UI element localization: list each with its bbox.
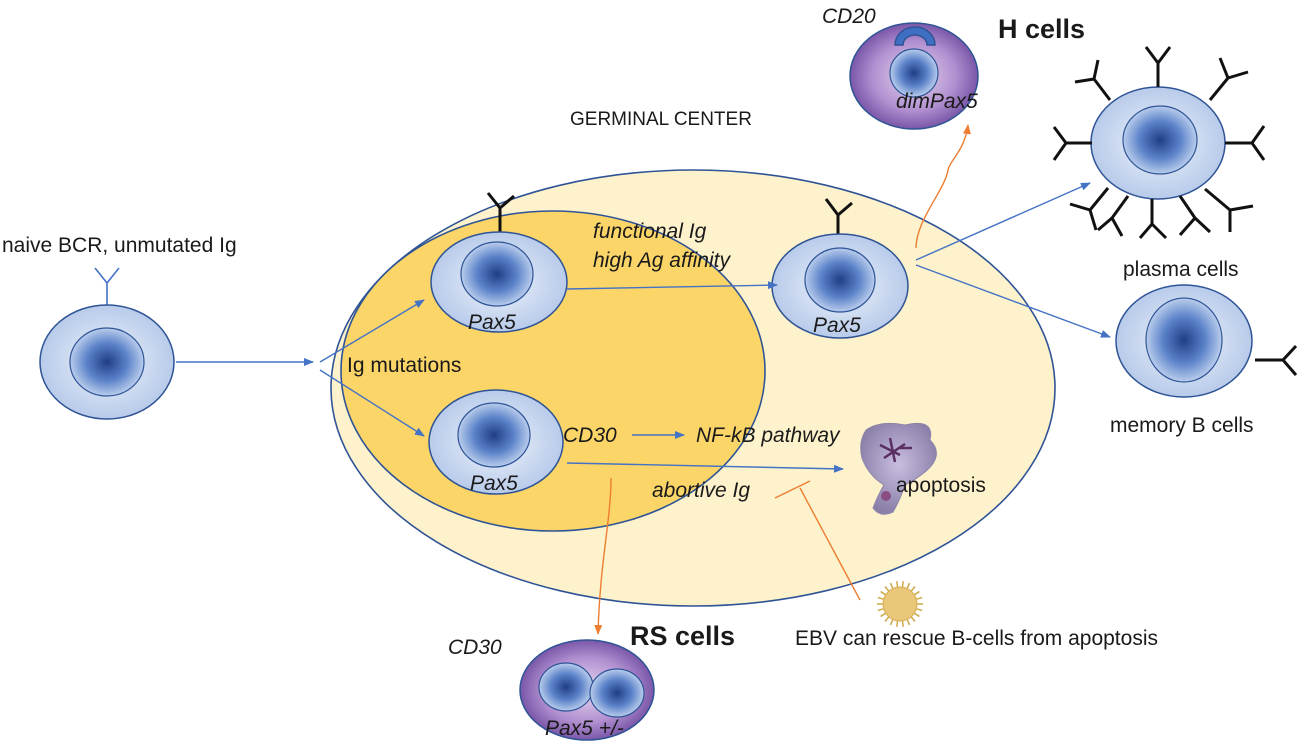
apoptosis-label: apoptosis: [896, 474, 986, 497]
ebv-spike: [906, 582, 911, 589]
ebv-spike: [901, 581, 905, 588]
h-cell: [849, 22, 979, 130]
dim-pax5-label: dimPax5: [896, 90, 978, 113]
cd30-rs-label: CD30: [448, 636, 502, 659]
pax5-top-label: Pax5: [468, 311, 516, 334]
ebv-virus: [877, 581, 923, 627]
ebv-spike: [916, 596, 923, 600]
ebv-spike: [910, 616, 916, 622]
ebv-spike: [877, 596, 884, 600]
ebv-spike: [880, 590, 887, 596]
ebv-spike: [913, 612, 920, 618]
plasma-cell: [1052, 46, 1266, 240]
rs-cell: [519, 639, 655, 741]
abortive-ig-label: abortive Ig: [652, 479, 750, 502]
ebv-spike: [901, 620, 905, 627]
memory-b-cell: [1115, 284, 1298, 398]
ebv-spike: [880, 612, 887, 618]
high-ag-affinity-label: high Ag affinity: [593, 249, 731, 272]
pax5-bottom-label: Pax5: [470, 472, 518, 495]
ebv-spike: [895, 581, 899, 588]
memory-b-cells-label: memory B cells: [1110, 414, 1254, 437]
functional-ig-label: functional Ig: [593, 220, 707, 243]
ebv-spike: [889, 619, 894, 626]
cd30-gc-label: CD30: [563, 424, 617, 447]
naive-b-cell: [39, 267, 175, 420]
rs-cells-label: RS cells: [630, 621, 735, 651]
ebv-label: EBV can rescue B-cells from apoptosis: [795, 627, 1158, 650]
apoptotic-cell: [860, 422, 937, 515]
pax5-rs-label: Pax5 +/-: [545, 717, 624, 740]
ebv-spike: [913, 590, 920, 596]
ebv-spike: [906, 619, 911, 626]
germinal-center-label: GERMINAL CENTER: [570, 109, 752, 130]
plasma-cells-label: plasma cells: [1123, 258, 1239, 281]
ebv-spike: [884, 616, 890, 622]
ebv-spike: [916, 608, 923, 612]
h-cells-label: H cells: [998, 14, 1085, 44]
pax5-selected-label: Pax5: [813, 314, 861, 337]
naive-label: naive BCR, unmutated Ig: [2, 234, 237, 257]
ebv-spike: [895, 620, 899, 627]
ebv-spike: [884, 586, 890, 592]
ebv-spike: [910, 586, 916, 592]
blue-arrows: [176, 182, 1111, 473]
ebv-spike: [889, 582, 894, 589]
nfkb-label: NF-kB pathway: [696, 424, 841, 447]
orange-arrows: [594, 124, 971, 635]
ebv-spike: [877, 608, 884, 612]
ig-mutations-label: Ig mutations: [347, 354, 461, 377]
gc-b-cell-bottom: [428, 389, 564, 495]
cd20-label: CD20: [822, 5, 876, 28]
gc-b-cell-top: [430, 192, 568, 333]
